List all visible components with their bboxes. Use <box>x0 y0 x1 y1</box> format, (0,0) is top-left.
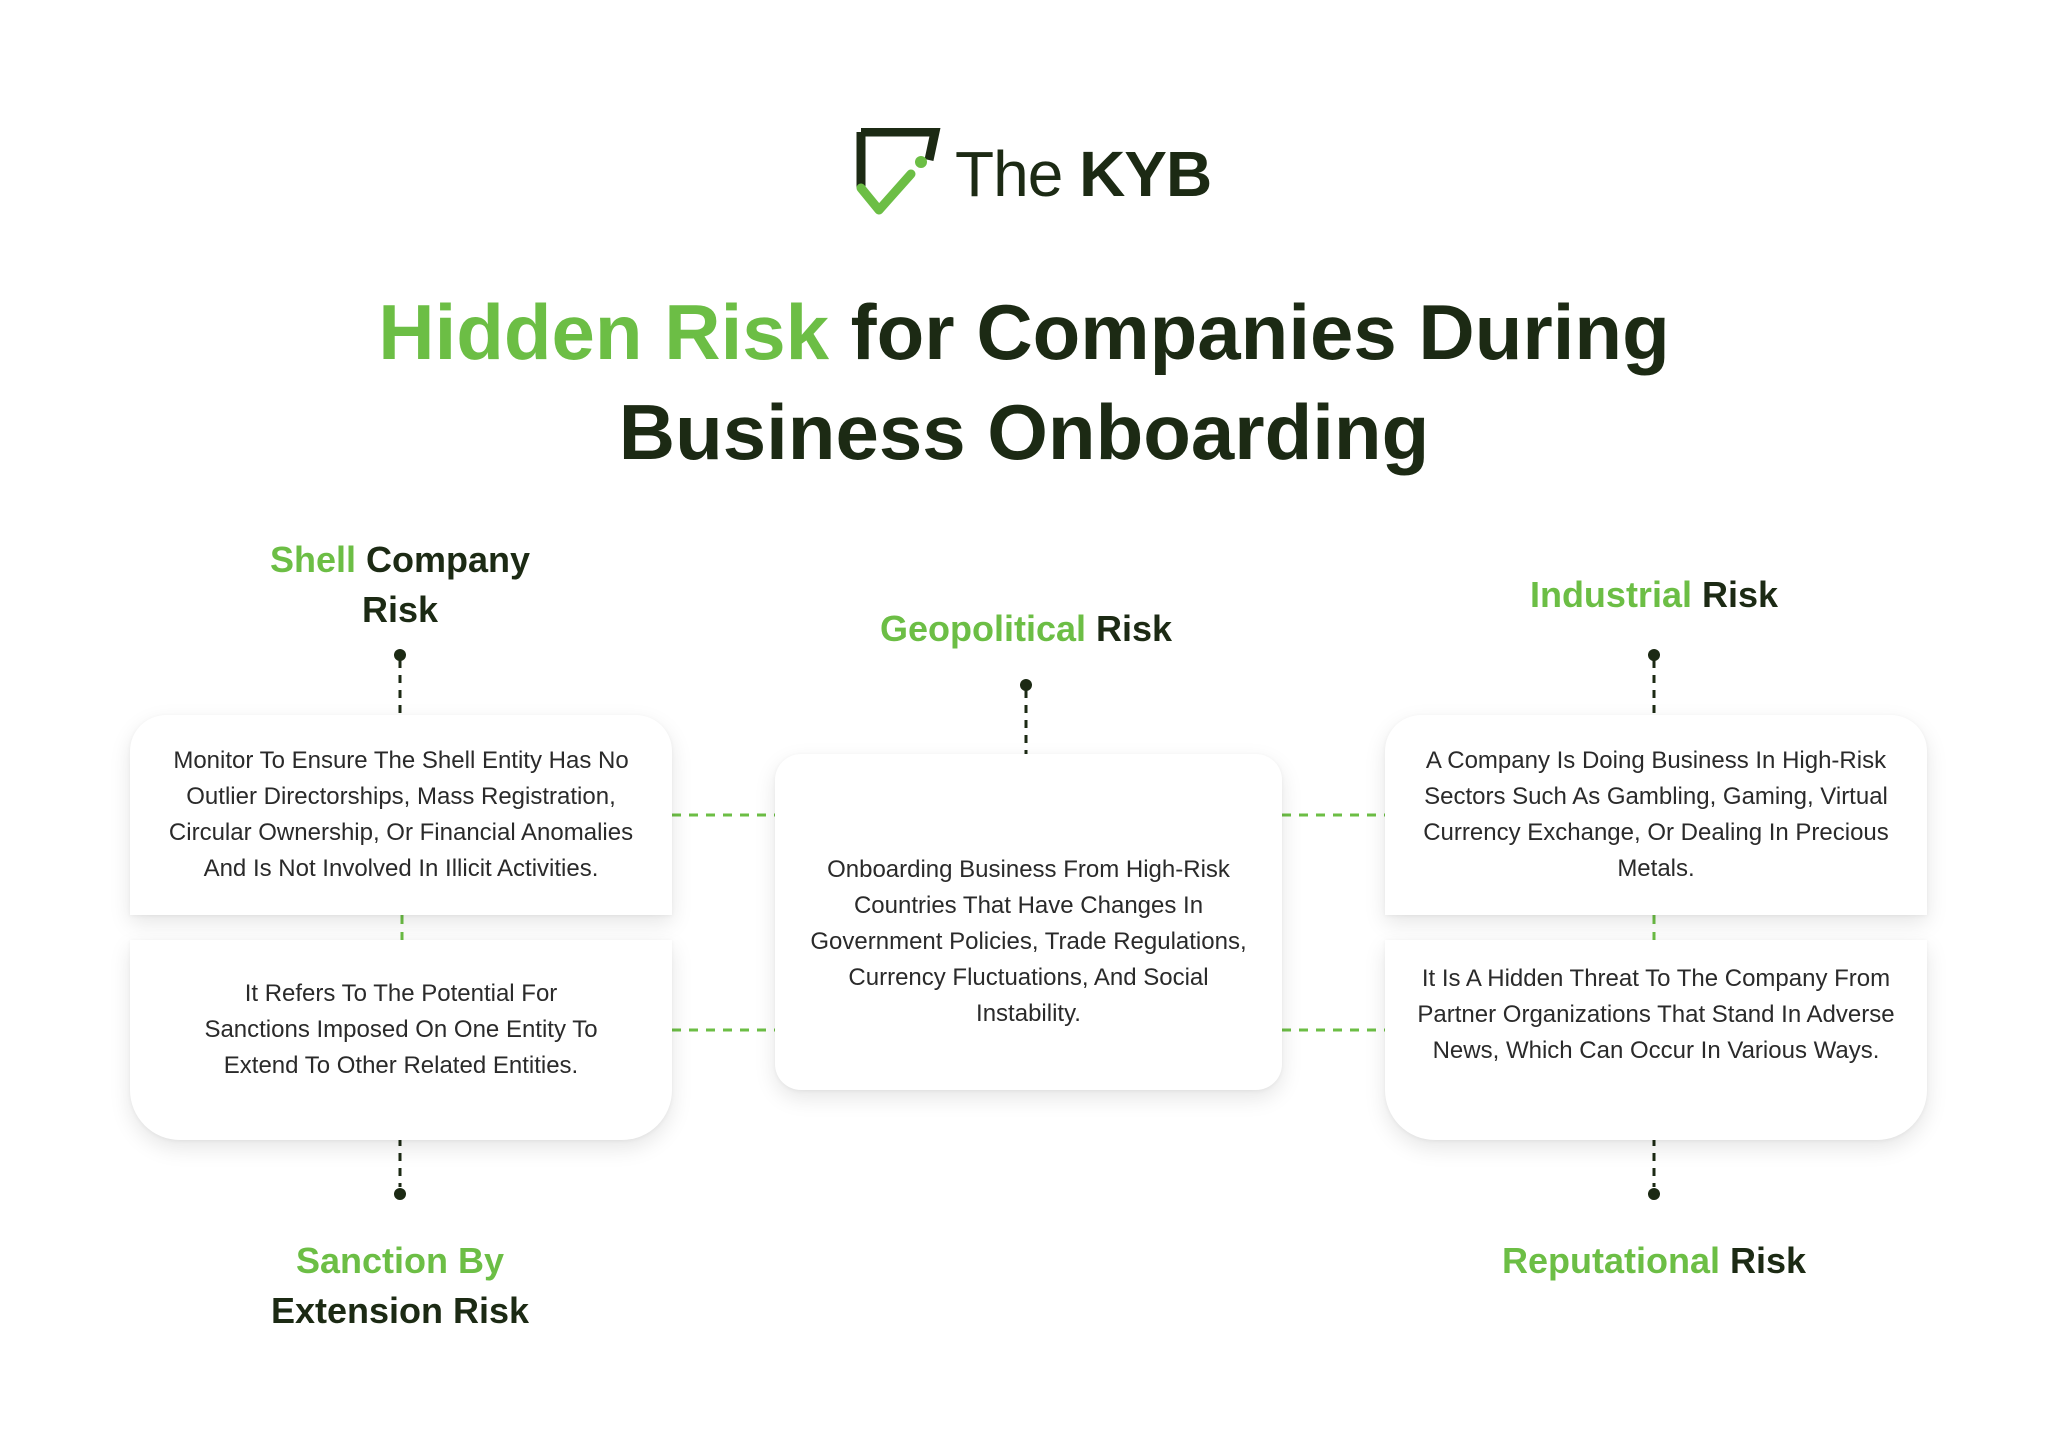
industrial-heading-dark: Risk <box>1691 574 1779 615</box>
shield-check-icon <box>856 128 941 215</box>
industrial-risk-text: A Company Is Doing Business In High-Risk… <box>1423 747 1889 882</box>
geopolitical-risk-heading: Geopolitical Risk <box>776 604 1276 654</box>
reputational-risk-heading: Reputational Risk <box>1454 1236 1854 1286</box>
shell-company-risk-card: Monitor To Ensure The Shell Entity Has N… <box>130 715 672 915</box>
sanction-by-extension-risk-text: It Refers To The Potential For Sanctions… <box>204 980 598 1079</box>
shell-company-risk-text: Monitor To Ensure The Shell Entity Has N… <box>168 747 634 882</box>
reputational-heading-green: Reputational <box>1501 1240 1720 1281</box>
shell-heading-green: Shell <box>269 539 356 580</box>
title-line1-rest: for Companies During <box>829 288 1670 376</box>
reputational-heading-dark: Risk <box>1719 1240 1807 1281</box>
reputational-risk-card: It Is A Hidden Threat To The Company Fro… <box>1385 940 1927 1140</box>
shell-company-risk-heading: Shell Company Risk <box>200 535 600 635</box>
dot-reputational <box>1648 1188 1660 1200</box>
logo-the-text: The <box>955 138 1063 210</box>
dot-geo <box>1020 679 1032 691</box>
industrial-risk-card: A Company Is Doing Business In High-Risk… <box>1385 715 1927 915</box>
dot-industrial <box>1648 649 1660 661</box>
dot-sanction <box>394 1188 406 1200</box>
geopolitical-heading-dark: Risk <box>1086 608 1173 649</box>
the-kyb-logo: The KYB <box>855 128 1212 228</box>
shell-heading-dark: Company <box>356 539 531 580</box>
industrial-risk-heading: Industrial Risk <box>1454 570 1854 620</box>
page-title: Hidden Risk for Companies During Busines… <box>224 282 1824 482</box>
geopolitical-risk-card: Onboarding Business From High-Risk Count… <box>775 754 1282 1090</box>
industrial-heading-green: Industrial <box>1529 574 1692 615</box>
shell-heading-line2: Risk <box>361 589 439 630</box>
dot-shell <box>394 649 406 661</box>
title-line-1: Hidden Risk for Companies During <box>224 282 1824 382</box>
geopolitical-heading-green: Geopolitical <box>879 608 1086 649</box>
sanction-by-extension-risk-card: It Refers To The Potential For Sanctions… <box>130 940 672 1140</box>
sanction-heading-line2: Extension Risk <box>270 1290 530 1331</box>
logo-wordmark: The KYB <box>955 134 1212 214</box>
sanction-heading-green: Sanction By <box>295 1240 505 1281</box>
reputational-risk-text: It Is A Hidden Threat To The Company Fro… <box>1417 965 1895 1064</box>
sanction-by-extension-risk-heading: Sanction By Extension Risk <box>200 1236 600 1336</box>
logo-kyb-text: KYB <box>1079 138 1212 210</box>
geopolitical-risk-text: Onboarding Business From High-Risk Count… <box>810 856 1247 1027</box>
title-line-2: Business Onboarding <box>618 388 1430 476</box>
title-highlight: Hidden Risk <box>378 288 830 376</box>
